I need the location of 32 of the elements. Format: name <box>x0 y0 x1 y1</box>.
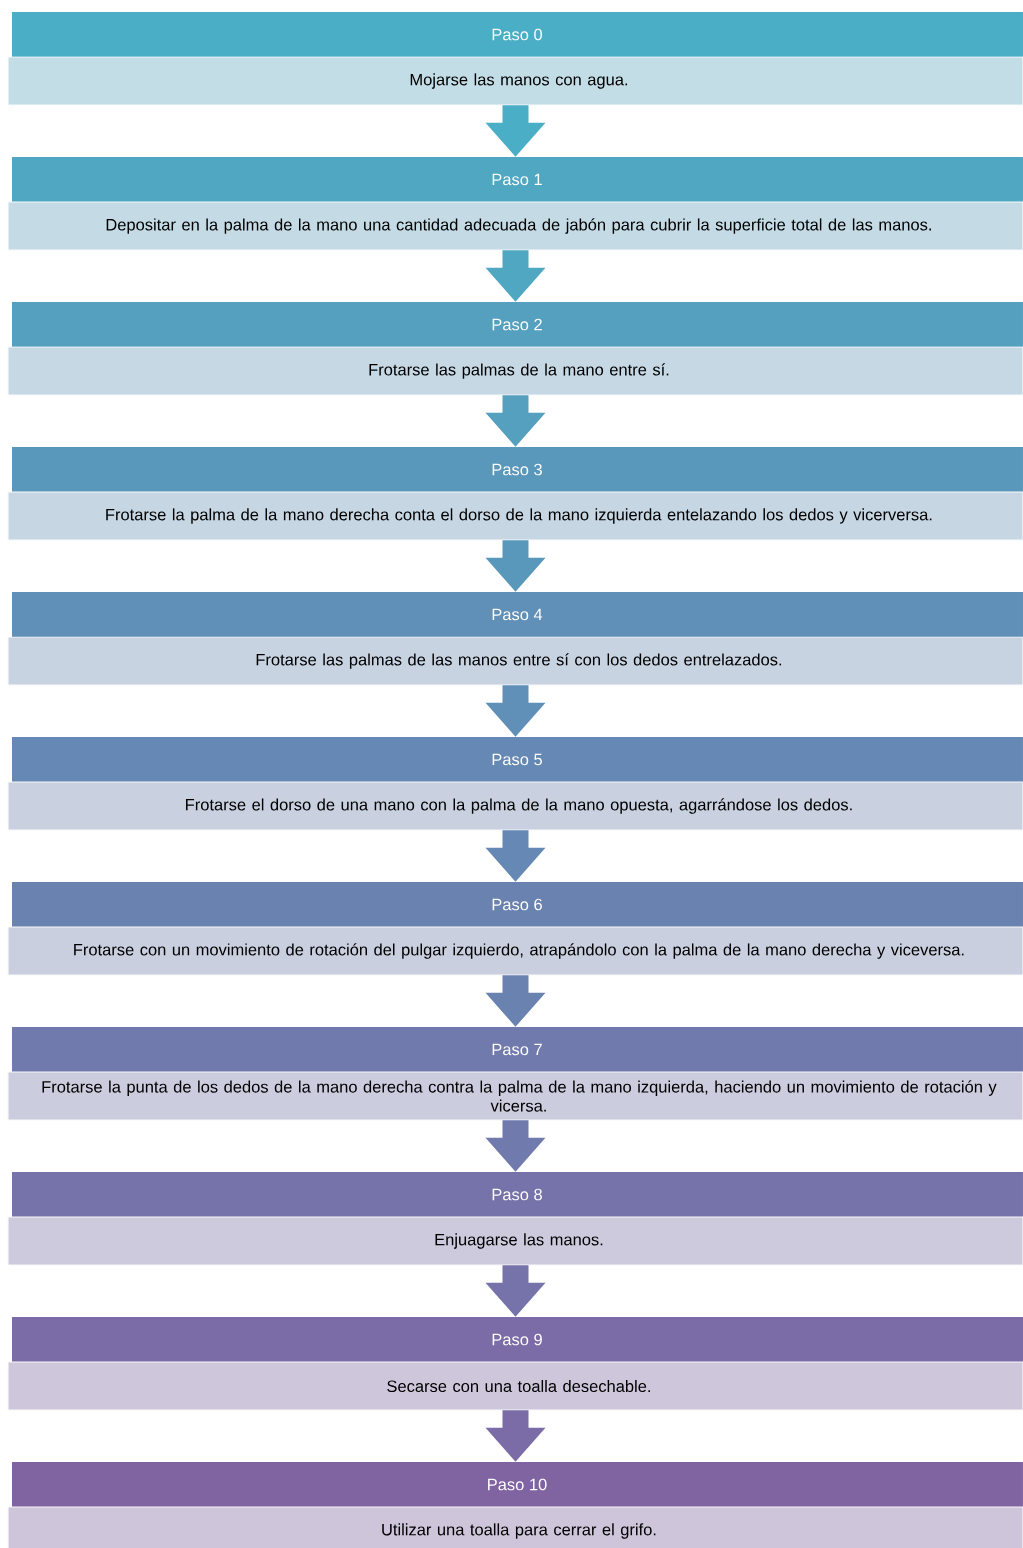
arrow <box>485 830 546 882</box>
step-box: Enjuagarse las manos. <box>7 1216 1023 1266</box>
arrow <box>485 975 546 1027</box>
step-header: Paso 8 <box>12 1172 1023 1217</box>
step-header: Paso 2 <box>12 302 1023 347</box>
arrow <box>485 1410 546 1462</box>
arrow <box>485 540 546 592</box>
step-box: Depositar en la palma de la mano una cantidad adecuada de jabón para cubrir la superficie total de las manos. <box>7 201 1023 251</box>
step-header: Paso 6 <box>12 882 1023 927</box>
step-box: Frotarse con un movimiento de rotación del pulgar izquierdo, atrapándolo con la palma de la mano derecha y viceversa. <box>7 926 1023 976</box>
step-box: Frotarse la punta de los dedos de la mano derecha contra la palma de la mano izquierda, haciendo un movimiento de rotación y vicersa. <box>7 1071 1023 1121</box>
step-header: Paso 1 <box>12 157 1023 202</box>
step-box: Frotarse el dorso de una mano con la palma de la mano opuesta, agarrándose los dedos. <box>7 781 1023 831</box>
step-box: Utilizar una toalla para cerrar el grifo. <box>7 1506 1023 1548</box>
step-header: Paso 10 <box>12 1462 1023 1507</box>
step-box: Frotarse la palma de la mano derecha conta el dorso de la mano izquierda entelazando los dedos y vicerversa. <box>7 491 1023 541</box>
step-header: Paso 4 <box>12 592 1023 637</box>
arrow <box>485 685 546 737</box>
arrow <box>485 250 546 302</box>
step-header: Paso 5 <box>12 737 1023 782</box>
step-header: Paso 9 <box>12 1317 1023 1362</box>
arrow <box>485 1120 546 1172</box>
arrow <box>485 105 546 157</box>
step-header: Paso 7 <box>12 1027 1023 1072</box>
step-box: Frotarse las palmas de la mano entre sí. <box>7 346 1023 396</box>
step-header: Paso 0 <box>12 12 1023 57</box>
step-box: Mojarse las manos con agua. <box>7 56 1023 106</box>
step-header: Paso 3 <box>12 447 1023 492</box>
arrow <box>485 1265 546 1317</box>
arrow <box>485 395 546 447</box>
step-box: Secarse con una toalla desechable. <box>7 1361 1023 1411</box>
step-box: Frotarse las palmas de las manos entre sí con los dedos entrelazados. <box>7 636 1023 686</box>
